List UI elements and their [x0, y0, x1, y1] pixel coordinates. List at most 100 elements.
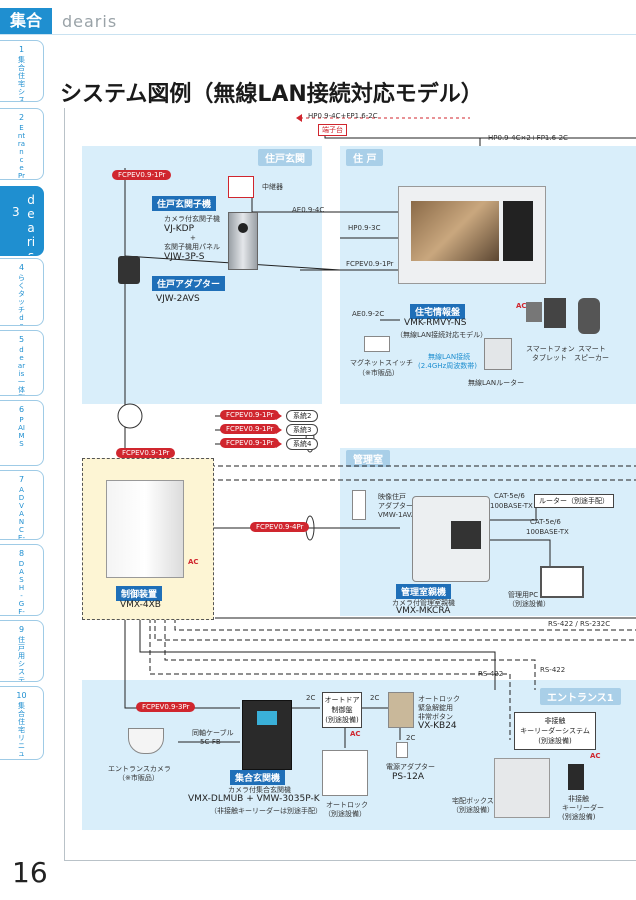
lock-label: オートロック [418, 695, 460, 703]
speaker-label: スピーカー [574, 354, 609, 362]
magnet-note: （※市販品） [358, 369, 399, 377]
splitter-icon [117, 403, 143, 429]
ctrl-model: VMX-4XB [120, 600, 161, 610]
reader-label2: キーリーダー [562, 804, 604, 812]
cam-label: エントランスカメラ [108, 765, 171, 773]
doorbell-image [228, 212, 258, 270]
tablet-label: タブレット [532, 354, 567, 362]
relay-label: 中継器 [262, 183, 283, 191]
cable-label: CAT-5e/6 [494, 492, 525, 500]
page-title: システム図例（無線LAN接続対応モデル） [60, 82, 483, 107]
sidebar-label: DASH-GF-WISM [18, 560, 25, 616]
cable-label: CAT-5e/6 [530, 518, 561, 526]
sidebar-item-9[interactable]: 9 住戸用システム [0, 620, 44, 682]
manager-unit-image [412, 496, 490, 582]
router-icon [484, 338, 512, 370]
mgr-sub: カメラ付管理室親機 [392, 599, 455, 607]
cable-tag: FCPEV0.9-1Pr [220, 438, 280, 448]
diagram-frame [64, 108, 636, 861]
lock-button-image [388, 692, 414, 728]
cable-tag: FCPEV0.9-4Pr [250, 522, 310, 532]
plus-sign: + [190, 234, 196, 242]
coax-label: 同軸ケーブル [192, 729, 234, 737]
info-note: （無線LAN接続対応モデル） [396, 331, 488, 339]
vid-adapter-label: 映像住戸 [378, 493, 406, 501]
speaker-label: スマート [578, 345, 606, 353]
cable-tag: FCPEV0.9-1Pr [112, 170, 172, 180]
sidebar-num: 1 [18, 45, 25, 54]
category-tab[interactable]: 集合 [0, 8, 52, 34]
door-ctrl-box: オートドア制御盤(別途設備) [322, 692, 362, 728]
sidebar-item-1[interactable]: 1集合住宅システムご選択にあたって [0, 40, 44, 102]
sidebar-label: dearis一体型 [17, 346, 26, 395]
ent-note: （非接触キーリーダーは別途手配） [210, 807, 322, 815]
router-box: ルーター（別途手配） [534, 494, 614, 508]
genkan-title: 住戸玄関子機 [152, 196, 217, 211]
cable-label: 2C [370, 694, 380, 702]
autolock-door-icon [322, 750, 368, 796]
cable-label: RS-422 [540, 666, 566, 674]
tablet-icon [544, 298, 566, 328]
door-ctrl-label: オートドア [324, 696, 360, 704]
delivery-label: 宅配ボックス [452, 797, 494, 805]
cable-label: AE0.9-2C [352, 310, 385, 318]
cable-tag: FCPEV0.9-3Pr [136, 702, 196, 712]
ent-model: VMX-DLMUB + VMW-3035P-K [188, 794, 320, 804]
ac-mark: AC [590, 752, 601, 760]
mgr-model: VMX-MKCRA [396, 606, 451, 616]
wlan-band: (2.4GHz周波数帯) [418, 362, 477, 370]
router-label: 無線LANルーター [468, 379, 525, 387]
cable-label: RS-422 [478, 670, 504, 678]
ent-title: 集合玄関機 [230, 770, 286, 785]
sidebar-label: Entrance Prabbit [17, 124, 26, 180]
sidebar-item-10[interactable]: 10 集合住宅リニューアル [0, 686, 44, 760]
page-number: 16 [12, 856, 48, 889]
entrance-panel-image [242, 700, 292, 770]
genkan-model: VJ-KDP [164, 224, 194, 234]
cam-note: （※市販品） [118, 774, 159, 782]
cable-label: 2C [406, 734, 416, 742]
reader-icon [568, 764, 584, 790]
key-label2: キーリーダーシステム [520, 727, 590, 735]
sidebar-label: 住戸用システム [18, 636, 25, 682]
sidebar-num: 6 [18, 405, 25, 414]
ent-sub: カメラ付集合玄関機 [228, 786, 291, 794]
coax-model: 5C-FB [200, 738, 221, 746]
reader-label: 非接触 [568, 795, 589, 803]
cable-label: AE0.9-4C [292, 206, 325, 214]
relay-box [228, 176, 254, 198]
vid-adapter-label2: アダプター [378, 502, 413, 510]
power-model: PS-12A [392, 772, 424, 782]
genkan-sub: カメラ付玄関子機 [164, 215, 220, 223]
terminal-block: 端子台 [318, 124, 347, 136]
zone-entrance-label: エントランス1 [540, 688, 621, 705]
sidebar-label: 集合住宅リニューアル [18, 702, 25, 759]
autolock-note: （別途設備） [324, 810, 366, 818]
cable-tag: FCPEV0.9-1Pr [220, 410, 280, 420]
sidebar-num: 9 [18, 625, 25, 634]
power-adapter-icon [396, 742, 408, 758]
key-note: (別途設備) [538, 737, 572, 745]
sidebar-label: dearis [26, 193, 36, 256]
system-4: 系統4 [286, 438, 319, 450]
sidebar-item-5[interactable]: 5 dearis一体型 [0, 330, 44, 396]
sidebar-num: 5 [18, 335, 25, 344]
door-ctrl-label: 制御盤 [331, 706, 353, 714]
lock-model: VX-KB24 [418, 721, 457, 731]
cable-tag: FCPEV0.9-1Pr [220, 424, 280, 434]
control-unit-image [106, 480, 184, 578]
delivery-box-image [494, 758, 550, 818]
adapter-image [118, 256, 140, 284]
sidebar-item-4[interactable]: 4らくタッチdearisシステム [0, 258, 44, 326]
sidebar-num: 10 [16, 691, 27, 700]
sidebar-label: PAIMS [18, 416, 25, 448]
sidebar-num: 7 [18, 475, 25, 484]
sidebar-label: ADVANCE-VIXUS [18, 486, 25, 540]
mgr-title: 管理室親機 [396, 584, 452, 599]
